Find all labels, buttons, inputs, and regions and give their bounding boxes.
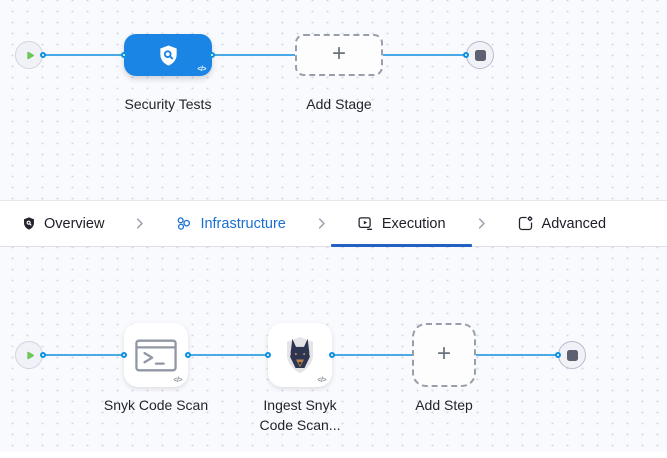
plus-icon: +: [436, 340, 451, 367]
step-label-snyk-code-scan: Snyk Code Scan: [103, 397, 209, 413]
edge-start-to-step1: [43, 354, 124, 356]
edge-step2-to-addstep: [332, 354, 412, 356]
active-tab-underline: [330, 244, 472, 247]
port-stage-out[interactable]: [209, 52, 215, 58]
snyk-dog-icon: [286, 337, 314, 373]
steps-end-node: [558, 341, 586, 369]
stop-icon: [474, 49, 486, 61]
steps-start-node: [15, 341, 43, 369]
execution-steps-canvas: </> </> + Snyk Code Scan Ingest Snyk Cod…: [0, 247, 667, 452]
plus-icon: +: [331, 40, 346, 67]
tab-overview[interactable]: Overview: [22, 201, 104, 246]
tab-infrastructure-label: Infrastructure: [200, 215, 286, 232]
port-steps-start-out[interactable]: [40, 352, 46, 358]
step-label-ingest-snyk: Ingest Snyk Code Scan...: [259, 397, 341, 433]
tab-advanced-label: Advanced: [541, 215, 607, 232]
step-code-badge: </>: [317, 377, 326, 384]
execution-play-icon: [358, 217, 373, 230]
pipeline-start-node: [15, 41, 43, 69]
edge-addstage-to-end: [383, 54, 466, 56]
chevron-right-icon: [474, 216, 489, 231]
play-icon: [26, 351, 34, 359]
chevron-right-icon: [314, 216, 329, 231]
port-stage-in[interactable]: [121, 52, 127, 58]
step-node-snyk-code-scan[interactable]: </>: [124, 323, 188, 387]
step-code-badge: </>: [173, 377, 182, 384]
infrastructure-icon: [178, 217, 191, 230]
edge-start-to-stage: [43, 54, 124, 56]
tab-execution-label: Execution: [381, 215, 446, 232]
stage-label: Security Tests: [124, 96, 212, 112]
port-step1-in[interactable]: [121, 352, 127, 358]
play-icon: [26, 51, 34, 59]
tab-execution[interactable]: Execution: [330, 201, 472, 247]
add-stage-button[interactable]: +: [295, 34, 383, 76]
add-stage-label: Add Stage: [306, 96, 372, 112]
tab-infrastructure[interactable]: Infrastructure: [175, 201, 286, 246]
tab-overview-label: Overview: [44, 215, 105, 232]
stage-config-tabbar: Overview Infrastructure Execution: [0, 200, 667, 247]
port-step1-out[interactable]: [185, 352, 191, 358]
tab-advanced[interactable]: Advanced: [517, 201, 607, 246]
stage-pipeline-canvas: </> + Security Tests Add Stage: [0, 0, 667, 200]
port-step2-in[interactable]: [265, 352, 271, 358]
stage-node-security-tests[interactable]: </>: [124, 34, 212, 76]
stop-icon: [566, 349, 578, 361]
edge-stage-to-addstage: [212, 54, 295, 56]
terminal-icon: [135, 339, 177, 371]
chevron-right-icon: [132, 216, 147, 231]
port-step2-out[interactable]: [329, 352, 335, 358]
stage-code-badge: </>: [197, 66, 206, 73]
port-start-out[interactable]: [40, 52, 46, 58]
port-end-in[interactable]: [463, 52, 469, 58]
add-step-button[interactable]: +: [412, 323, 476, 387]
add-step-label: Add Step: [415, 397, 473, 413]
shield-icon: [24, 217, 34, 230]
step-node-ingest-snyk[interactable]: </>: [268, 323, 332, 387]
advanced-gear-icon: [518, 216, 532, 231]
edge-addstep-to-end: [476, 354, 558, 356]
security-shield-scan-icon: [159, 44, 177, 66]
edge-step1-to-step2: [188, 354, 268, 356]
pipeline-end-node: [466, 41, 494, 69]
port-steps-end-in[interactable]: [555, 352, 561, 358]
